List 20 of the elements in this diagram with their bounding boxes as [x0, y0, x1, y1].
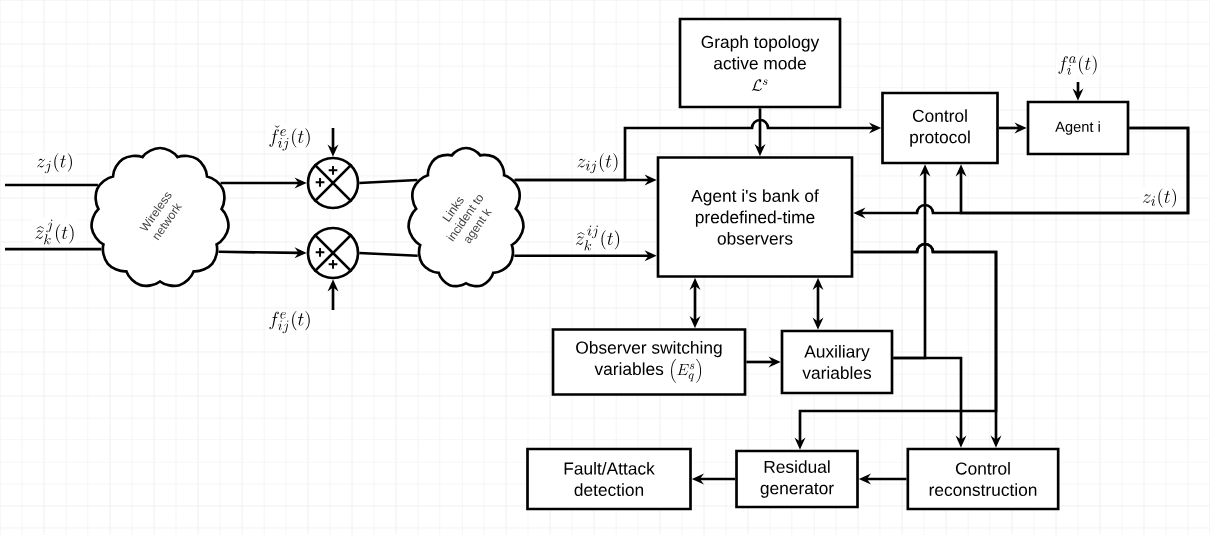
edge-label: $\widehat{z}_k^{\,ij}(t)$: [573, 224, 623, 252]
summing-junction: + +: [306, 156, 360, 210]
summing-junction: + +: [306, 226, 360, 280]
process-box: Agent i: [1026, 100, 1130, 156]
edge-label: $\widehat{z}_k^{\,j}(t)$: [33, 218, 77, 246]
edge-label: $\check{f}_{ij}^{e}(t)$: [267, 124, 313, 152]
process-box: Residual generator: [735, 449, 859, 509]
process-box: Graph topology active mode $\mathcal{L}^{s}$: [678, 17, 842, 109]
edge-label: $z_i(t)$: [1140, 187, 1180, 209]
arrow: [955, 126, 1190, 215]
process-box: Agent i's bank of predefined-time observers: [656, 156, 854, 278]
process-box: Control protocol: [881, 91, 999, 165]
process-box: Control reconstruction: [906, 447, 1060, 511]
edge-label: $z_{ij}(t)$: [575, 151, 621, 175]
edge-label: $f_i^{a}(t)$: [1056, 54, 1100, 76]
edge-label: $z_j(t)$: [34, 151, 76, 175]
process-box: Fault/Attack detection: [526, 447, 692, 511]
edge-label: $f_{ij}^{e}(t)$: [267, 309, 313, 335]
process-box: Observer switching variables $\left(E_q^{s}\right)$: [551, 328, 747, 396]
process-box: Auxiliary variables: [780, 329, 894, 395]
